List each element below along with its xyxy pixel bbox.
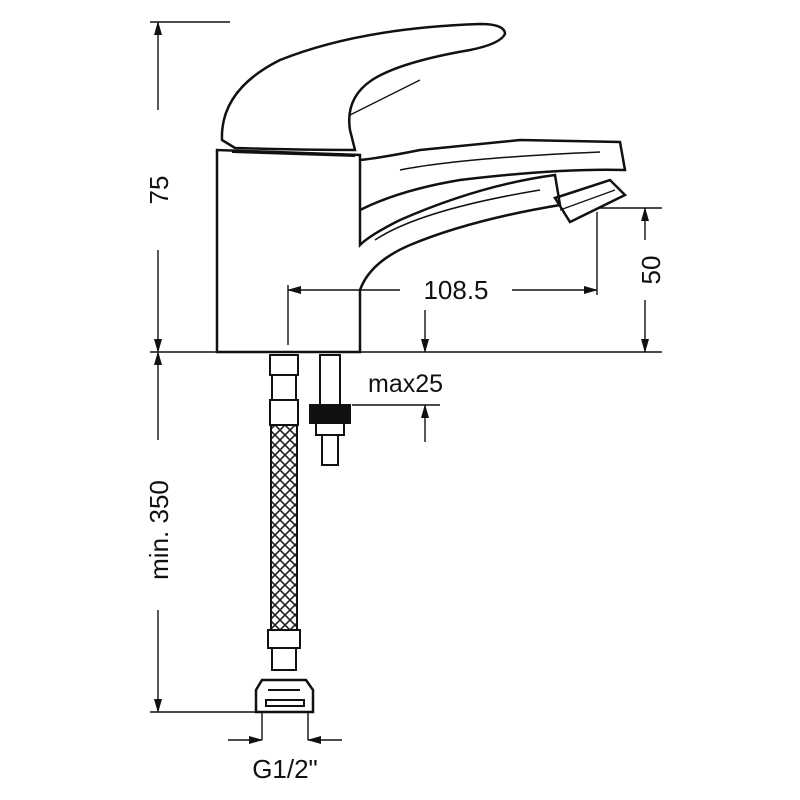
faucet-body [215,138,628,354]
flexible-hose [254,354,315,714]
dim-hose-length-label: min. 350 [144,480,174,580]
dim-max-thickness-label: max25 [368,370,443,398]
dim-spout-reach-label: 108.5 [423,275,488,305]
fixing-rod [309,354,351,466]
dimension-lines [150,21,662,744]
dim-thread-label: G1/2" [252,754,318,784]
lever-handle [220,22,507,157]
dim-height-label: 75 [144,176,174,205]
dim-spout-height-label: 50 [636,256,666,285]
aerator [553,178,628,224]
